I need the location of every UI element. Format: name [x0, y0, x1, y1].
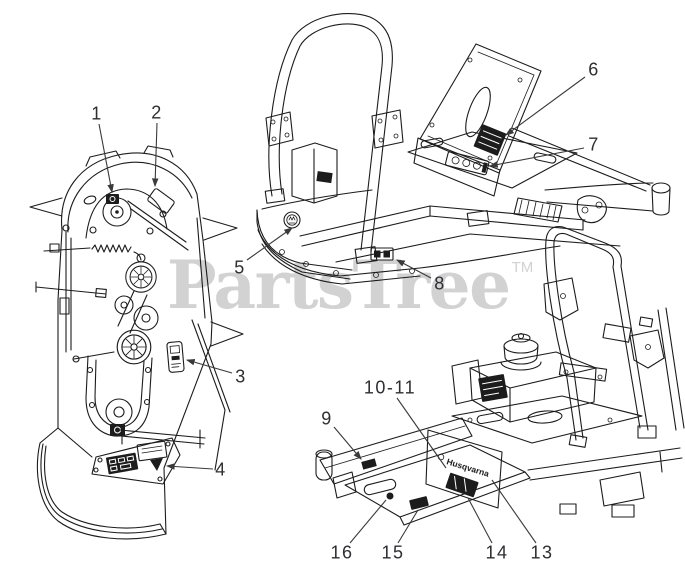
callout-7: 7: [588, 134, 600, 155]
deck-instruction-decal: [166, 341, 185, 373]
callout-9: 9: [321, 408, 333, 429]
watermark-trademark: TM: [511, 259, 534, 276]
idler-pulley-lower: [116, 329, 152, 365]
deck-side-decal: [147, 188, 175, 214]
callout-16: 16: [330, 542, 354, 563]
callout-10-11: 10-11: [363, 377, 417, 398]
frame-switch-decal: [370, 247, 394, 261]
tower-decal: [316, 171, 333, 184]
husqvarna-crown-emblem: [283, 211, 301, 229]
callout-15: 15: [381, 542, 405, 563]
rail-decal: [361, 458, 377, 470]
callout-14: 14: [485, 542, 509, 563]
frame-seat-diagram: [256, 13, 671, 285]
footrest-tread: [513, 197, 563, 223]
deck-warning-decal-left: [105, 452, 139, 475]
idler-pulley-upper: [125, 261, 157, 293]
seat-plate: [419, 43, 542, 174]
frame-platform: [451, 395, 643, 444]
callout-4: 4: [215, 459, 227, 480]
callout-6: 6: [588, 59, 600, 80]
side-panel: Husqvarna: [425, 429, 503, 509]
pan-bolt: [386, 492, 394, 500]
seat-plate-decal: [473, 124, 507, 156]
engine: [451, 332, 608, 423]
rops-hinge-plate-left: [265, 111, 294, 147]
rops-hinge-plate-rear: [629, 329, 665, 369]
panel-hatched-decal: [445, 472, 479, 498]
callout-13: 13: [530, 542, 554, 563]
callout-8: 8: [434, 273, 446, 294]
deck-belt-bolt-decal: [106, 194, 119, 204]
rops-hinge-plate-front: [543, 277, 579, 321]
lift-lever-bracket: [576, 195, 607, 224]
front-rail: [315, 417, 473, 499]
engine-decal: [478, 374, 508, 402]
frame-engine-diagram: Husqvarna: [315, 226, 685, 526]
callout-3: 3: [235, 366, 247, 387]
idler-spring: [43, 243, 142, 261]
callout-leader-lines: [98, 76, 586, 544]
deck-warning-decal-right: [136, 440, 168, 471]
mower-deck-diagram: [29, 145, 244, 540]
floor-pan: [344, 444, 531, 526]
rops-hinge-plate-right: [371, 109, 404, 149]
callout-2: 2: [151, 102, 163, 123]
pan-decal: [409, 496, 429, 510]
callout-5: 5: [234, 257, 246, 278]
callout-1: 1: [91, 103, 103, 124]
